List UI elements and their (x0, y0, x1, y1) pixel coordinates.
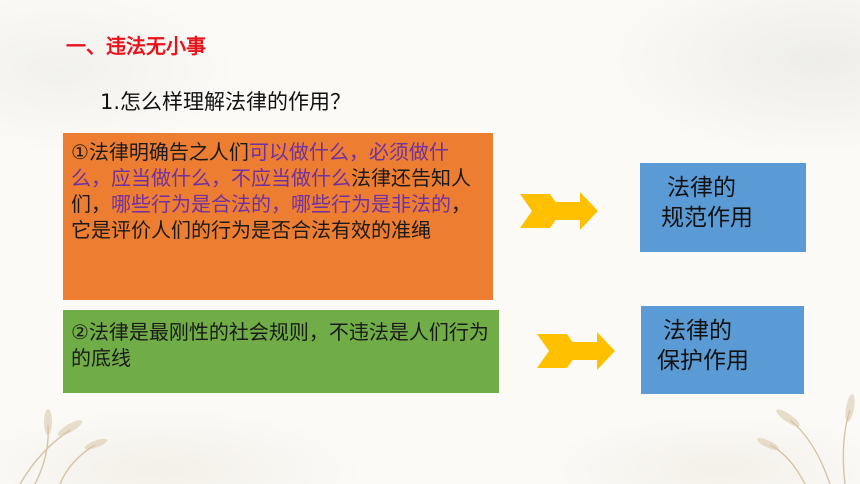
result-line-1: 法律的 (667, 175, 736, 201)
section-heading: 一、违法无小事 (66, 34, 206, 58)
explanation-text: ①法律明确告之人们 (71, 140, 249, 164)
question-title: 1.怎么样理解法律的作用？ (100, 90, 352, 114)
arrow-right-icon (520, 192, 598, 230)
explanation-text: 法律还告知人们， (71, 166, 471, 216)
result-line-2: 规范作用 (661, 205, 753, 231)
highlighted-text: 哪些行为是合法的，哪些行为是非法的 (111, 192, 451, 216)
explanation-text: ②法律是最刚性的社会规则，不违法是人们行为的底线 (71, 320, 489, 370)
norm-function-explanation-box: ①法律明确告之人们可以做什么，必须做什么，应当做什么，不应当做什么法律还告知人们… (63, 133, 493, 300)
protection-function-explanation-box: ②法律是最刚性的社会规则，不违法是人们行为的底线 (63, 310, 499, 393)
protection-function-label: 法律的 保护作用 (641, 306, 804, 394)
arrow-right-icon (537, 332, 615, 370)
explanation-text: ，它是评价人们的行为是否合法有效的准绳 (71, 192, 471, 242)
norm-function-label: 法律的 规范作用 (640, 163, 806, 252)
highlighted-text: 可以做什么，必须做什么，应当做什么，不应当做什么 (71, 140, 449, 190)
result-line-1: 法律的 (663, 318, 732, 344)
result-line-2: 保护作用 (657, 348, 749, 374)
